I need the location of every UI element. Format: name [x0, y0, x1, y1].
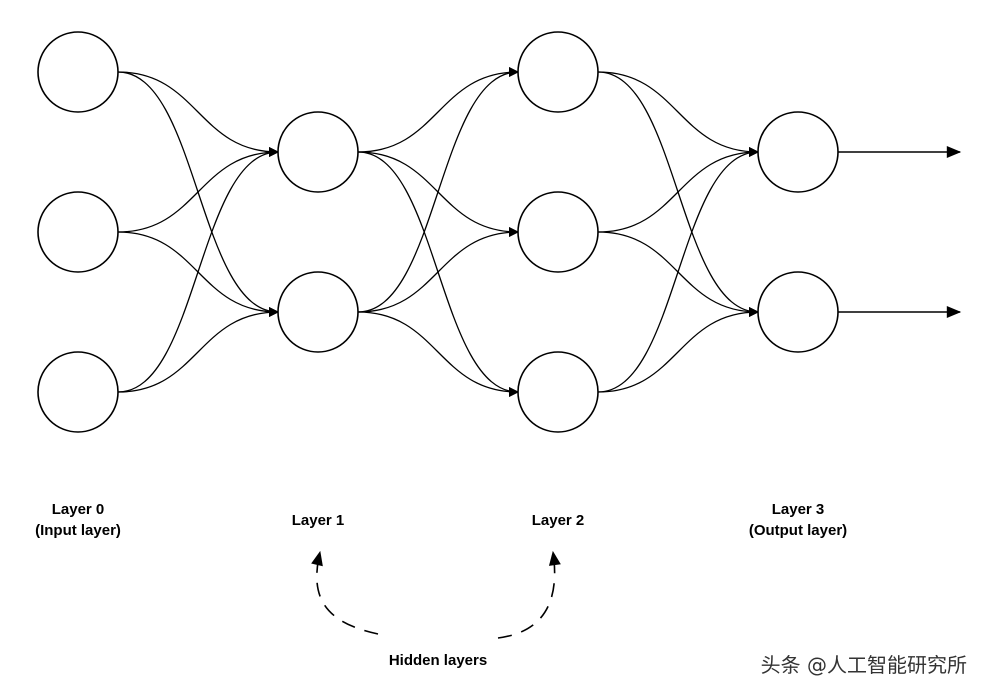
layer2-label: Layer 2	[532, 510, 585, 531]
edge-l0n1-l1n0	[117, 147, 279, 233]
output-arrows-group	[838, 146, 962, 318]
layer0-title: Layer 0	[51, 501, 105, 518]
hidden-bracket-right	[497, 550, 561, 639]
node-layer0-2	[37, 351, 119, 433]
layer3-subtitle: (Output layer)	[748, 522, 848, 539]
layer1-title: Layer 1	[291, 512, 345, 529]
layer0-label: Layer 0 (Input layer)	[35, 499, 121, 541]
hidden-layers-brackets	[311, 550, 561, 639]
node-layer0-1	[37, 191, 119, 273]
hidden-layers-label: Hidden layers	[388, 652, 488, 669]
layer3-title: Layer 3	[771, 501, 825, 518]
watermark-text: 头条 @人工智能研究所	[760, 653, 967, 677]
edge-l1n1-l2n0	[357, 67, 519, 313]
node-layer2-2	[517, 351, 599, 433]
nodes-group	[37, 31, 839, 433]
edge-l2n1-l3n0	[597, 147, 759, 233]
layer2-title: Layer 2	[531, 512, 585, 529]
edge-l0n2-l1n0	[117, 147, 279, 393]
node-layer2-1	[517, 191, 599, 273]
edge-l2n0-l3n0	[597, 71, 759, 157]
edge-l0n0-l1n0	[117, 71, 279, 157]
edge-l1n1-l2n1	[357, 227, 519, 313]
node-layer1-0	[277, 111, 359, 193]
layer3-label: Layer 3 (Output layer)	[749, 499, 847, 541]
edge-l1n1-l2n2	[357, 311, 519, 397]
edge-l2n2-l3n1	[597, 307, 759, 393]
node-layer3-1	[757, 271, 839, 353]
node-layer1-1	[277, 271, 359, 353]
layer0-subtitle: (Input layer)	[35, 522, 121, 539]
node-layer2-0	[517, 31, 599, 113]
edge-l1n0-l2n0	[357, 67, 519, 153]
node-layer3-0	[757, 111, 839, 193]
edge-l0n2-l1n1	[117, 307, 279, 393]
hidden-bracket-left	[311, 550, 379, 635]
node-layer0-0	[37, 31, 119, 113]
edges-group	[117, 67, 759, 397]
edge-l2n2-l3n0	[597, 147, 759, 393]
layer1-label: Layer 1	[292, 510, 345, 531]
